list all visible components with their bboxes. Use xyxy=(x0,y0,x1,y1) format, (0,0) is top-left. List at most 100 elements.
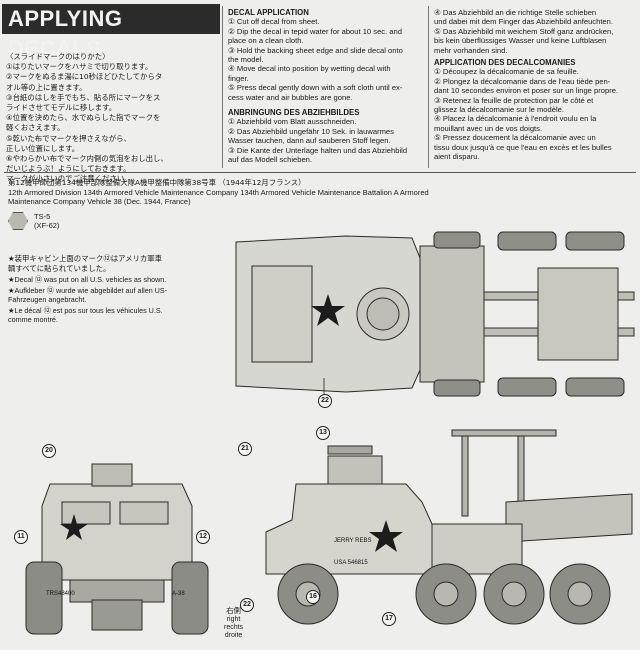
hub xyxy=(567,581,593,607)
note-en: ★Decal ⑫ was put on all U.S. vehicles as… xyxy=(8,275,167,285)
paint-swatch xyxy=(8,212,28,230)
fr-instructions: ④ Das Abziehbild an die richtige Stelle … xyxy=(434,8,638,162)
crane-boom xyxy=(451,429,557,437)
de-heading: ANBRINGUNG DES ABZIEHBILDES xyxy=(228,108,360,118)
callout-front-top: 20 xyxy=(42,444,56,458)
rear-wheel xyxy=(565,377,625,397)
jp-step: ⑥やわらかい布でマーク内側の気泡をおし出し、 xyxy=(6,154,168,164)
cab-front-armor xyxy=(41,483,193,581)
callout-side-star: 17 xyxy=(382,612,396,626)
de-step: mehr vorhanden sind. xyxy=(434,45,508,55)
side-view-drawing: JERRY REBS USA 546815 xyxy=(265,429,633,625)
gun-mount xyxy=(91,463,133,487)
column-divider xyxy=(222,6,223,168)
paint-sub: (XF-62) xyxy=(34,221,60,230)
fr-step: ④ Placez la décalcomanie à l'endroit vou… xyxy=(434,114,597,124)
direction-label: 右側 right rechts droite xyxy=(224,606,243,640)
jp-heading: 〈スライドマークのはりかた〉 xyxy=(6,52,110,61)
vehicle-caption: 第12機甲師団第134機甲部隊整備大隊A機甲整備中隊第38号車 （1944年12… xyxy=(8,178,608,207)
direction-en: right xyxy=(226,616,241,624)
jp-step: ①はりたいマークをハサミで切り取ります。 xyxy=(6,62,153,72)
callout-front-right: 12 xyxy=(196,530,210,544)
jp-step: ライドさせてモデルに移します。 xyxy=(6,103,117,113)
side-text: JERRY REBS xyxy=(334,538,371,544)
de-step: ④ Das Abziehbild an die richtige Stelle … xyxy=(434,8,597,17)
decal-notes: ★装甲キャビン上面のマーク⑫はアメリカ軍車輌すべてに貼られていました。 ★Dec… xyxy=(8,254,168,326)
direction-de: rechts xyxy=(224,624,244,632)
en-step: place on a clean cloth. xyxy=(228,36,304,46)
en-instructions: DECAL APPLICATION ① Cut off decal from s… xyxy=(228,8,424,165)
jp-step: だいじようぶ！ようにしておきます。 xyxy=(6,164,131,174)
fr-step: mouillant avec un de vos doigts. xyxy=(434,123,543,133)
rear-wheel xyxy=(497,231,557,251)
note-fr: ★Le décal ⑫ est pos sur tous les véhicul… xyxy=(8,305,163,324)
page-title: APPLYING DECALS xyxy=(2,4,220,61)
en-step: ④ Move decal into position by wetting de… xyxy=(228,64,391,74)
section-divider xyxy=(4,172,636,173)
top-view-drawing xyxy=(235,231,635,397)
en-step: ⑤ Press decal gently down with a soft cl… xyxy=(228,83,403,93)
jp-step: ②マークをぬるま湯に10秒ほどひたしてからタ xyxy=(6,72,163,82)
jp-step: ⑤乾いた布でマークを押さえながら、 xyxy=(6,133,131,143)
direction-fr: droite xyxy=(224,632,243,640)
front-view-drawing: TRS48400 A-38 xyxy=(25,463,209,635)
caption-jp: 第12機甲師団第134機甲部隊整備大隊A機甲整備中隊第38号車 （1944年12… xyxy=(8,178,306,187)
fr-heading: APPLICATION DES DECALCOMANIES xyxy=(434,58,576,68)
hub xyxy=(433,581,459,607)
engine-bay xyxy=(419,245,485,383)
fr-step: aient disparu. xyxy=(434,152,480,162)
en-step: finger. xyxy=(228,73,249,83)
jp-instructions: 〈スライドマークのはりかた〉 ①はりたいマークをハサミで切り取ります。 ②マーク… xyxy=(6,52,216,185)
jp-step: 軽くおさえます。 xyxy=(6,123,65,133)
callout-side-top: 21 xyxy=(238,442,252,456)
fr-step: dant 10 secondes environ et poser sur un… xyxy=(434,86,619,96)
fr-step: ③ Retenez la feuille de protection par l… xyxy=(434,95,594,105)
callout-front-left: 11 xyxy=(14,530,28,544)
star-decal xyxy=(369,520,403,552)
rear-wheel xyxy=(565,231,625,251)
windshield-panel xyxy=(61,501,111,525)
callout-side-mid: 13 xyxy=(316,426,330,440)
de-step: ② Das Abziehbild ungefähr 10 Sek. in lau… xyxy=(228,126,394,136)
de-step: auf das Modell schieben. xyxy=(228,155,313,165)
jp-step: オル等の上に置きます。 xyxy=(6,82,87,92)
en-step: ① Cut off decal from sheet. xyxy=(228,17,320,27)
caption-en-2: Maintenance Company Vehicle 38 (Dec. 194… xyxy=(8,197,191,207)
callout-side-bottom: 22 xyxy=(240,598,254,612)
bumper xyxy=(69,579,165,603)
column-divider xyxy=(428,6,429,168)
de-step: ① Abziehbild vom Blatt ausschneiden. xyxy=(228,117,357,127)
front-plate-left: TRS48400 xyxy=(46,591,75,597)
crane-post xyxy=(517,435,525,507)
star-decal xyxy=(60,514,88,540)
en-step: the model. xyxy=(228,55,264,65)
jp-step: 正しい位置にします。 xyxy=(6,143,80,153)
paint-code: TS-5 xyxy=(34,212,51,221)
de-step: ③ Die Kante der Unterlage halten und das… xyxy=(228,145,408,155)
front-plate-right: A-38 xyxy=(172,591,185,597)
de-step: Wasser tauchen, dann auf sauberen Stoff … xyxy=(228,136,391,146)
windshield-panel xyxy=(119,501,169,525)
jp-step: ③台紙のはしを手でもち、貼る所にマークをス xyxy=(6,92,161,102)
jp-step: ④位置を決めたら、水でぬらした指でマークを xyxy=(6,113,161,123)
en-step: ③ Hold the backing sheet edge and slide … xyxy=(228,45,403,55)
front-tire xyxy=(171,561,209,635)
en-heading: DECAL APPLICATION xyxy=(228,8,309,17)
front-tire xyxy=(25,561,63,635)
rear-wheel xyxy=(497,377,557,397)
fr-step: ② Plongez la décalcomanie dans de l'eau … xyxy=(434,76,611,86)
front-wheel xyxy=(433,379,481,397)
star-decal xyxy=(311,294,345,326)
note-jp: ★装甲キャビン上面のマーク⑫はアメリカ軍車輌すべてに貼られていました。 xyxy=(8,254,163,274)
callout-side-door: 16 xyxy=(306,590,320,604)
callout-top-star: 22 xyxy=(318,394,332,408)
fr-step: glissez la décalcomanie sur le modèle. xyxy=(434,105,565,115)
fr-step: ① Découpez la décalcomanie de sa feuille… xyxy=(434,67,579,77)
hub xyxy=(501,581,527,607)
fifth-wheel-deck xyxy=(537,267,619,361)
de-step: ⑤ Das Abziehbild mit weichem Stoff ganz … xyxy=(434,26,614,36)
de-step: und dabei mit dem Finger das Abziehbild … xyxy=(434,17,613,27)
trailer-deck xyxy=(505,493,633,543)
fr-step: tissu doux jusqu'à ce que l'eau en excès… xyxy=(434,142,612,152)
crane-post xyxy=(461,435,469,517)
